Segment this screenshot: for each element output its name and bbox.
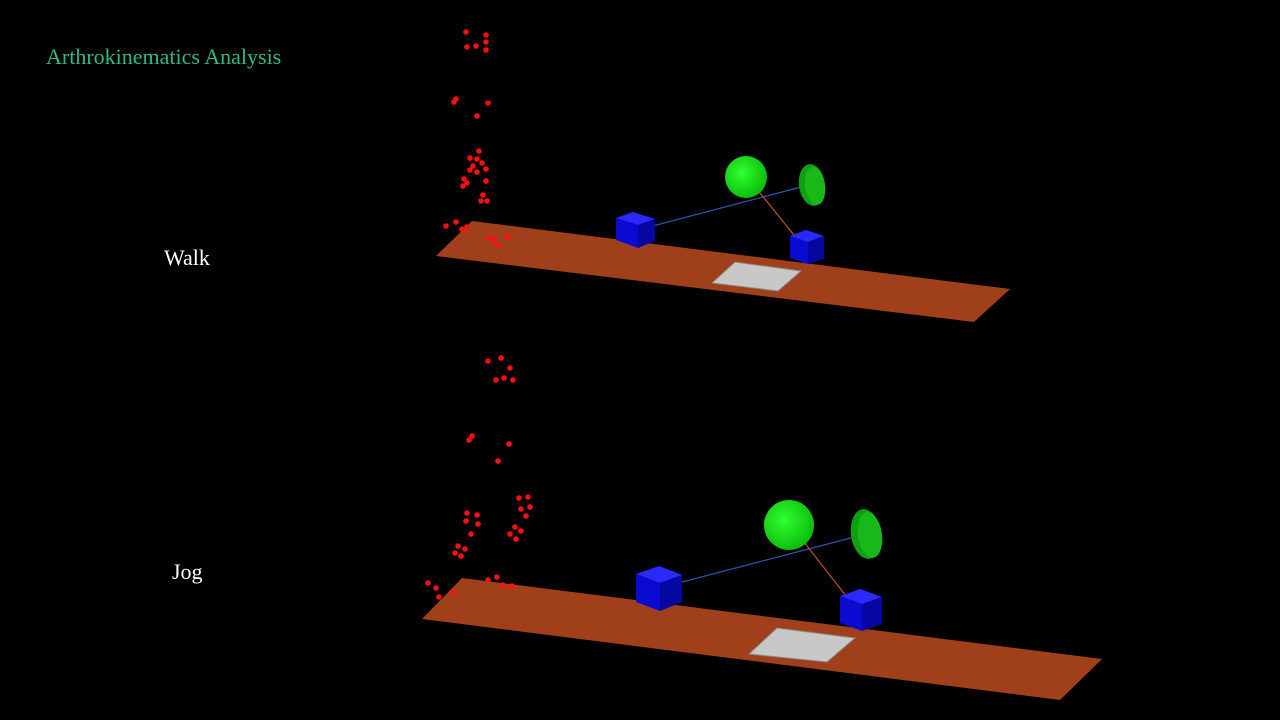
marker-dot — [474, 512, 480, 518]
jog-green-sphere — [764, 500, 814, 550]
marker-dot — [500, 582, 506, 588]
marker-dot — [512, 524, 518, 530]
marker-dot — [436, 594, 442, 600]
marker-dot — [493, 377, 499, 383]
marker-dot — [474, 169, 480, 175]
marker-dot — [494, 242, 500, 248]
marker-dot — [455, 543, 461, 549]
marker-dot — [483, 39, 489, 45]
marker-dot — [470, 163, 476, 169]
walk-scene[interactable] — [436, 156, 1010, 322]
marker-dot — [483, 178, 489, 184]
marker-dot — [495, 458, 501, 464]
marker-dot — [527, 504, 533, 510]
marker-dot — [474, 113, 480, 119]
marker-dot — [460, 183, 466, 189]
marker-dot — [483, 32, 489, 38]
marker-dot — [463, 29, 469, 35]
marker-dot — [513, 536, 519, 542]
marker-dot — [507, 531, 513, 537]
marker-dot — [494, 574, 500, 580]
marker-dot — [475, 521, 481, 527]
marker-dot — [501, 375, 507, 381]
jog-label: Jog — [172, 559, 203, 584]
marker-dot — [463, 518, 469, 524]
marker-dot — [516, 495, 522, 501]
marker-dot — [464, 510, 470, 516]
marker-dot — [464, 44, 470, 50]
jog-force-plate — [747, 627, 857, 663]
marker-dot — [469, 433, 475, 439]
jog-cube-right — [840, 589, 882, 631]
marker-dot — [505, 234, 511, 240]
jog-scene[interactable] — [422, 500, 1102, 700]
walk-cube-left — [616, 212, 655, 248]
jog-platform — [422, 578, 1102, 700]
app-title: Arthrokinematics Analysis — [46, 44, 282, 69]
marker-dot — [433, 585, 439, 591]
marker-dot — [476, 148, 482, 154]
marker-dot — [498, 355, 504, 361]
marker-dot — [467, 167, 473, 173]
marker-dot — [510, 377, 516, 383]
marker-dot — [425, 580, 431, 586]
marker-dot — [483, 47, 489, 53]
walk-label: Walk — [164, 245, 210, 270]
marker-dot — [464, 224, 470, 230]
marker-dot — [450, 589, 456, 595]
marker-dot — [484, 198, 490, 204]
jog-cube-left — [636, 566, 682, 611]
marker-dot — [468, 531, 474, 537]
marker-dot — [506, 441, 512, 447]
marker-dot — [509, 583, 515, 589]
marker-dot — [478, 198, 484, 204]
marker-dot — [518, 528, 524, 534]
marker-dot — [474, 156, 480, 162]
marker-dot — [480, 192, 486, 198]
marker-dot — [453, 219, 459, 225]
marker-dot — [485, 577, 491, 583]
marker-dot — [459, 226, 465, 232]
walk-cube-right — [790, 230, 824, 264]
marker-dot — [452, 550, 458, 556]
marker-dot — [483, 166, 489, 172]
marker-dot — [461, 176, 467, 182]
motion-capture-markers — [425, 29, 533, 600]
marker-dot — [507, 365, 513, 371]
marker-dot — [467, 155, 473, 161]
marker-dot — [485, 358, 491, 364]
marker-dot — [479, 160, 485, 166]
marker-dot — [462, 546, 468, 552]
walk-green-sphere — [725, 156, 767, 198]
marker-dot — [518, 506, 524, 512]
marker-dot — [485, 100, 491, 106]
marker-dot — [464, 180, 470, 186]
marker-dot — [443, 223, 449, 229]
marker-dot — [523, 513, 529, 519]
marker-dot — [473, 43, 479, 49]
marker-dot — [486, 235, 492, 241]
marker-dot — [466, 437, 472, 443]
marker-dot — [458, 553, 464, 559]
walk-platform — [436, 221, 1010, 322]
marker-dot — [525, 494, 531, 500]
marker-dot — [451, 99, 457, 105]
walk-force-plate — [710, 261, 803, 292]
marker-dot — [491, 237, 497, 243]
